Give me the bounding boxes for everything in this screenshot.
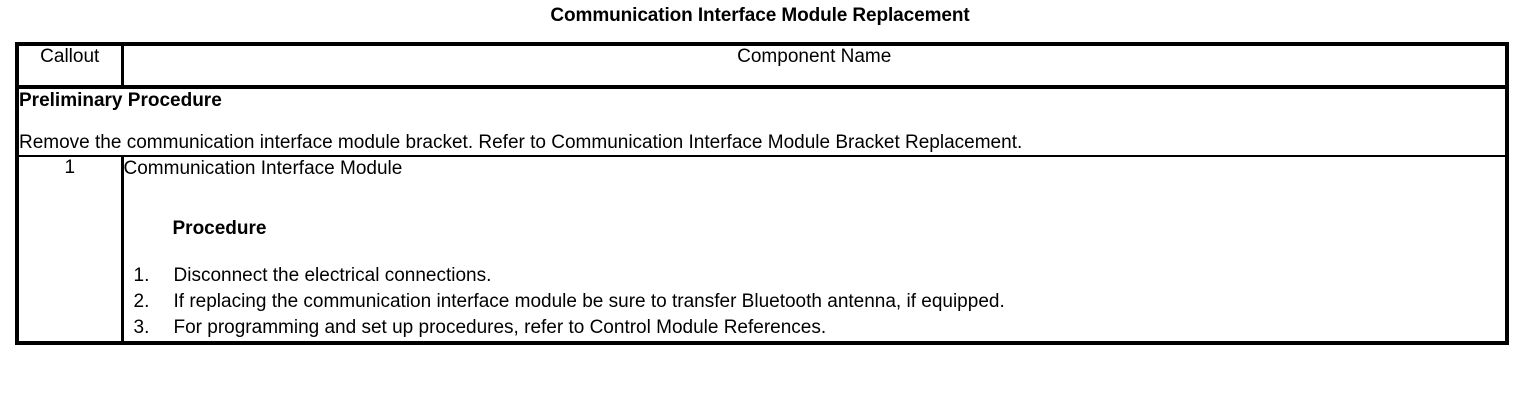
step-number: 1.	[133, 265, 150, 286]
preliminary-procedure-text: Remove the communication interface modul…	[19, 132, 1023, 153]
step-text: If replacing the communication interface…	[173, 291, 1005, 312]
procedure-table: Callout Component Name Preliminary Proce…	[15, 42, 1509, 345]
step-text: Disconnect the electrical connections.	[173, 265, 492, 286]
column-header-callout: Callout	[17, 44, 124, 89]
list-item: 3. For programming and set up procedures…	[124, 315, 1506, 341]
procedure-step-list: 1. Disconnect the electrical connections…	[124, 263, 1506, 341]
table-row: 1 Communication Interface Module Procedu…	[17, 156, 1507, 343]
table-header-row: Callout Component Name	[17, 44, 1507, 89]
component-name-text: Communication Interface Module	[123, 158, 403, 179]
list-item: 1. Disconnect the electrical connections…	[124, 263, 1506, 289]
step-text: For programming and set up procedures, r…	[173, 317, 827, 338]
list-item: 2. If replacing the communication interf…	[124, 289, 1506, 315]
component-detail-cell: Communication Interface Module Procedure…	[122, 156, 1507, 343]
column-header-component-name: Component Name	[122, 44, 1507, 89]
procedure-heading: Procedure	[172, 218, 267, 239]
preliminary-procedure-cell: Preliminary Procedure Remove the communi…	[17, 87, 1507, 157]
page-title: Communication Interface Module Replaceme…	[550, 5, 970, 26]
preliminary-procedure-row: Preliminary Procedure Remove the communi…	[17, 87, 1507, 157]
callout-number: 1	[17, 156, 124, 343]
preliminary-procedure-heading: Preliminary Procedure	[19, 90, 222, 111]
step-number: 2.	[133, 291, 150, 312]
step-number: 3.	[133, 317, 150, 338]
